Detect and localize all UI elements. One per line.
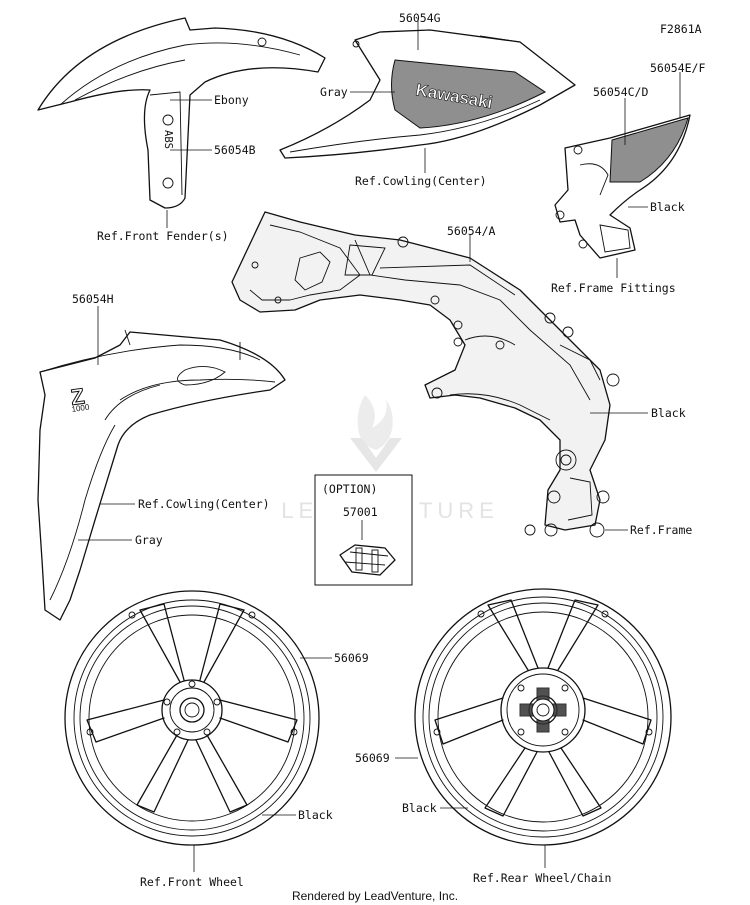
label-black-frame: Black: [651, 406, 686, 420]
label-56069-front: 56069: [334, 651, 369, 665]
watermark-flame-icon: [357, 395, 393, 450]
option-box: (OPTION) 57001: [314, 474, 413, 586]
label-56054G: 56054G: [399, 11, 441, 25]
center-cowling-top: Kawasaki: [279, 29, 576, 159]
label-56054CD: 56054C/D: [593, 85, 648, 99]
label-ref-frame: Ref.Frame: [630, 523, 692, 537]
label-56054EF: 56054E/F: [650, 61, 705, 75]
label-ref-front-fender: Ref.Front Fender(s): [97, 229, 229, 243]
footer-credit: Rendered by LeadVenture, Inc.: [292, 889, 458, 903]
label-black-fittings: Black: [650, 200, 685, 214]
label-black-front-wheel: Black: [298, 808, 333, 822]
abs-decal-text: ABS: [162, 130, 174, 149]
figure-id: F2861A: [660, 22, 702, 36]
label-ref-cowling-center-left: Ref.Cowling(Center): [138, 497, 270, 511]
frame: [231, 211, 620, 538]
label-ref-rear-wheel: Ref.Rear Wheel/Chain: [473, 871, 611, 885]
label-56069-rear: 56069: [355, 751, 390, 765]
front-fender: ABS: [37, 17, 326, 209]
label-56054B: 56054B: [214, 143, 256, 157]
center-cowling-side: Z 1000: [37, 329, 286, 621]
frame-fittings: [554, 114, 691, 259]
label-gray-top: Gray: [320, 85, 348, 99]
label-56054H: 56054H: [72, 292, 114, 306]
front-wheel: [64, 590, 320, 846]
label-57001: 57001: [343, 505, 378, 519]
rear-wheel: [414, 588, 672, 846]
label-option: (OPTION): [322, 482, 377, 496]
label-ref-frame-fittings: Ref.Frame Fittings: [551, 281, 676, 295]
label-ref-front-wheel: Ref.Front Wheel: [140, 875, 244, 889]
label-56054A: 56054/A: [447, 224, 496, 238]
label-ref-cowling-center-top: Ref.Cowling(Center): [355, 174, 487, 188]
z-decal-text: Z: [69, 383, 86, 410]
z-decal-subtext: 1000: [71, 403, 90, 414]
label-ebony: Ebony: [214, 93, 249, 107]
watermark-v-icon: [350, 438, 402, 472]
label-black-rear-wheel: Black: [402, 801, 437, 815]
part-57001-clip: [339, 544, 396, 576]
label-gray-left: Gray: [135, 533, 163, 547]
